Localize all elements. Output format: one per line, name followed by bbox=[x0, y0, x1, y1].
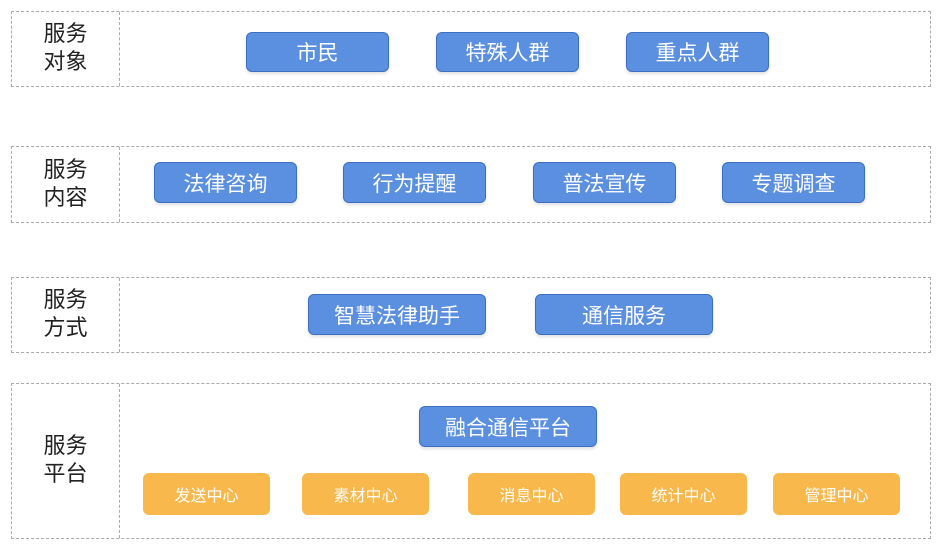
layer-service-methods: 服务 方式 智慧法律助手 通信服务 bbox=[11, 277, 931, 353]
module-message-center: 消息中心 bbox=[468, 473, 595, 515]
layer-service-platform: 服务 平台 融合通信平台 发送中心 素材中心 消息中心 统计中心 管理中心 bbox=[11, 383, 931, 539]
label-line-1: 服务 bbox=[43, 288, 88, 313]
layer-label: 服务 平台 bbox=[12, 384, 120, 538]
node-special-groups: 特殊人群 bbox=[436, 32, 579, 72]
module-material-center: 素材中心 bbox=[302, 473, 429, 515]
label-line-2: 对象 bbox=[43, 50, 88, 75]
node-communication-service: 通信服务 bbox=[535, 294, 713, 335]
label-line-1: 服务 bbox=[43, 434, 88, 459]
node-citizen: 市民 bbox=[246, 32, 389, 72]
node-legal-consulting: 法律咨询 bbox=[154, 162, 297, 203]
label-line-2: 平台 bbox=[43, 462, 88, 487]
module-sending-center: 发送中心 bbox=[143, 473, 270, 515]
node-smart-legal-assistant: 智慧法律助手 bbox=[308, 294, 486, 335]
module-management-center: 管理中心 bbox=[773, 473, 900, 515]
layer-label: 服务 方式 bbox=[12, 278, 120, 352]
layer-service-targets: 服务 对象 市民 特殊人群 重点人群 bbox=[11, 11, 931, 87]
label-line-1: 服务 bbox=[43, 22, 88, 47]
layer-label: 服务 内容 bbox=[12, 147, 120, 222]
layer-service-content: 服务 内容 法律咨询 行为提醒 普法宣传 专题调查 bbox=[11, 146, 931, 223]
node-converged-communication-platform: 融合通信平台 bbox=[419, 406, 597, 447]
node-special-investigation: 专题调查 bbox=[722, 162, 865, 203]
layer-label: 服务 对象 bbox=[12, 12, 120, 86]
label-line-1: 服务 bbox=[43, 157, 88, 183]
label-line-2: 方式 bbox=[43, 316, 88, 341]
node-key-groups: 重点人群 bbox=[626, 32, 769, 72]
label-line-2: 内容 bbox=[43, 185, 88, 211]
module-statistics-center: 统计中心 bbox=[620, 473, 747, 515]
node-law-publicity: 普法宣传 bbox=[533, 162, 676, 203]
node-behavior-reminder: 行为提醒 bbox=[343, 162, 486, 203]
